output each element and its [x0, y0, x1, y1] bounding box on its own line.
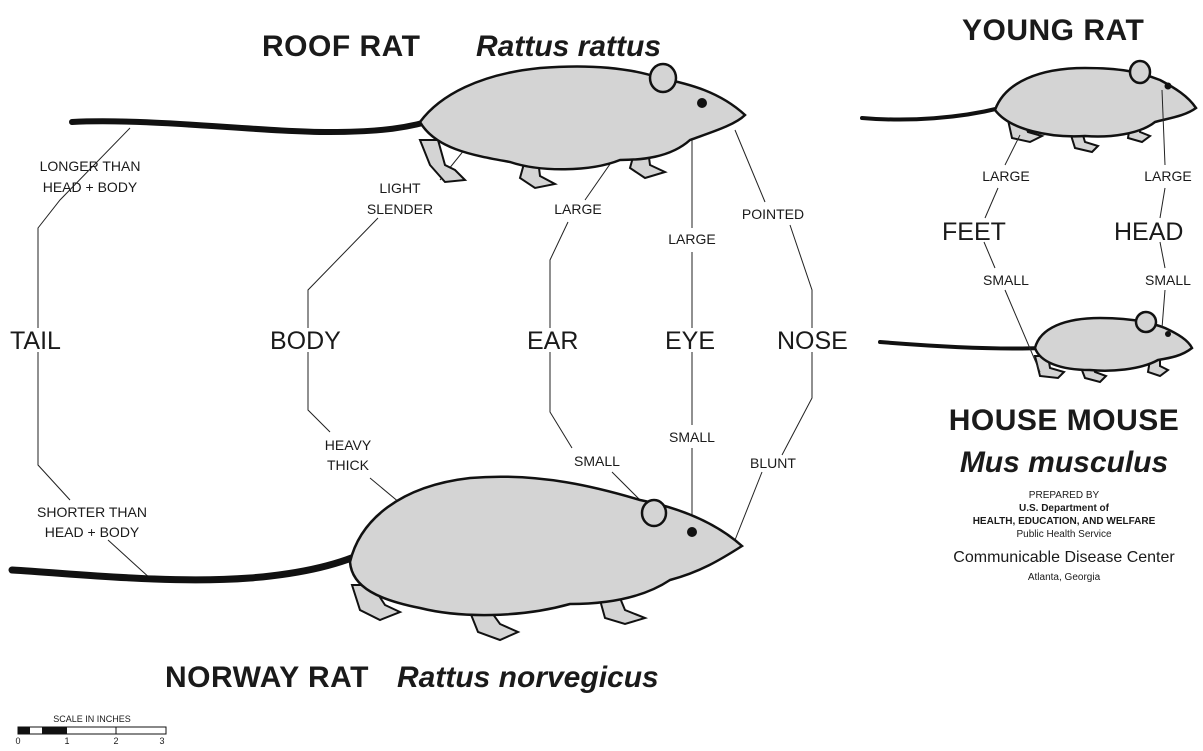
credits-block: PREPARED BY U.S. Department of HEALTH, E… — [953, 490, 1175, 583]
norway-rat-illustration — [12, 477, 742, 640]
roof-rat-ear-icon — [650, 64, 676, 92]
norway-tail-trait-line1: SHORTER THAN — [37, 504, 147, 520]
scale-segment-1 — [18, 727, 30, 734]
norway-body-trait-line1: HEAVY — [325, 437, 372, 453]
norway-rat-eye-icon — [687, 527, 697, 537]
head-upper-connector — [1160, 188, 1165, 218]
young-rat-body — [995, 68, 1196, 136]
mouse-feet-trait: SMALL — [983, 272, 1029, 288]
roof-nose-trait: POINTED — [742, 206, 804, 222]
roof-rat-title: ROOF RAT — [262, 30, 420, 63]
roof-tail-trait-line1: LONGER THAN — [40, 158, 141, 174]
roof-rat-scientific: Rattus rattus — [476, 30, 661, 63]
young-feet-trait: LARGE — [982, 168, 1029, 184]
nose-roof-pointer — [735, 130, 765, 202]
scale-segment-2 — [42, 727, 67, 734]
young-rat-illustration — [862, 61, 1196, 152]
credit-location: Atlanta, Georgia — [1028, 572, 1101, 583]
ear-upper-connector — [550, 222, 568, 328]
roof-body-trait-line1: LIGHT — [379, 180, 421, 196]
roof-body-trait-line2: SLENDER — [367, 201, 433, 217]
norway-ear-trait: SMALL — [574, 453, 620, 469]
house-mouse-title: HOUSE MOUSE — [949, 404, 1180, 437]
young-rat-ear-icon — [1130, 61, 1150, 83]
house-mouse-tail — [880, 342, 1040, 349]
roof-rat-eye-icon — [697, 98, 707, 108]
norway-rat-tail — [12, 550, 370, 580]
mouse-head-pointer — [1162, 290, 1165, 328]
scale-segment-3 — [116, 727, 166, 734]
roof-rat-tail — [72, 118, 440, 132]
young-head-trait: LARGE — [1144, 168, 1191, 184]
head-label: HEAD — [1114, 218, 1183, 246]
credit-department: U.S. Department of — [1019, 503, 1110, 514]
house-mouse-ear-icon — [1136, 312, 1156, 332]
norway-rat-title: NORWAY RAT — [165, 661, 369, 694]
mouse-feet-pointer — [1005, 290, 1040, 372]
young-rat-tail — [862, 108, 1000, 120]
norway-nose-trait: BLUNT — [750, 455, 796, 471]
roof-eye-trait: LARGE — [668, 231, 715, 247]
house-mouse-scientific: Mus musculus — [960, 446, 1168, 479]
mouse-head-trait: SMALL — [1145, 272, 1191, 288]
scale-title: SCALE IN INCHES — [53, 714, 131, 724]
house-mouse-eye-icon — [1165, 331, 1171, 337]
house-mouse-illustration — [880, 312, 1192, 382]
norway-rat-ear-icon — [642, 500, 666, 526]
nose-label: NOSE — [777, 327, 848, 355]
roof-tail-trait-line2: HEAD + BODY — [43, 179, 138, 195]
young-feet-pointer — [1005, 135, 1020, 165]
nose-upper-connector — [790, 225, 812, 328]
body-label: BODY — [270, 327, 341, 355]
house-mouse-body — [1035, 318, 1192, 371]
norway-rat-scientific: Rattus norvegicus — [397, 661, 659, 694]
roof-ear-trait: LARGE — [554, 201, 601, 217]
roof-rat-illustration — [72, 64, 745, 188]
feet-upper-connector — [985, 188, 998, 218]
roof-rat-body — [420, 66, 745, 169]
young-rat-title: YOUNG RAT — [962, 14, 1144, 47]
ear-label: EAR — [527, 327, 578, 355]
credit-hew: HEALTH, EDUCATION, AND WELFARE — [973, 516, 1156, 527]
ear-lower-connector — [550, 352, 572, 448]
norway-tail-trait-line2: HEAD + BODY — [45, 524, 140, 540]
nose-norway-pointer — [735, 472, 762, 540]
credit-phs: Public Health Service — [1016, 529, 1111, 540]
eye-label: EYE — [665, 327, 715, 355]
scale-tick-1: 1 — [64, 736, 69, 746]
norway-eye-trait: SMALL — [669, 429, 715, 445]
body-upper-connector — [308, 218, 378, 328]
norway-body-trait-line2: THICK — [327, 457, 370, 473]
nose-lower-connector — [782, 352, 812, 455]
scale-tick-2: 2 — [113, 736, 118, 746]
body-lower-connector — [308, 352, 330, 432]
scale-tick-0: 0 — [15, 736, 20, 746]
young-rat-eye-icon — [1165, 83, 1172, 90]
tail-lower-connector — [38, 352, 70, 500]
credit-prepared-by: PREPARED BY — [1029, 490, 1100, 501]
norway-rat-body — [350, 477, 742, 615]
scale-tick-3: 3 — [159, 736, 164, 746]
scale-bar: SCALE IN INCHES 0 1 2 3 — [15, 714, 166, 746]
feet-label: FEET — [942, 218, 1006, 246]
credit-cdc: Communicable Disease Center — [953, 549, 1175, 566]
tail-label: TAIL — [10, 327, 61, 355]
